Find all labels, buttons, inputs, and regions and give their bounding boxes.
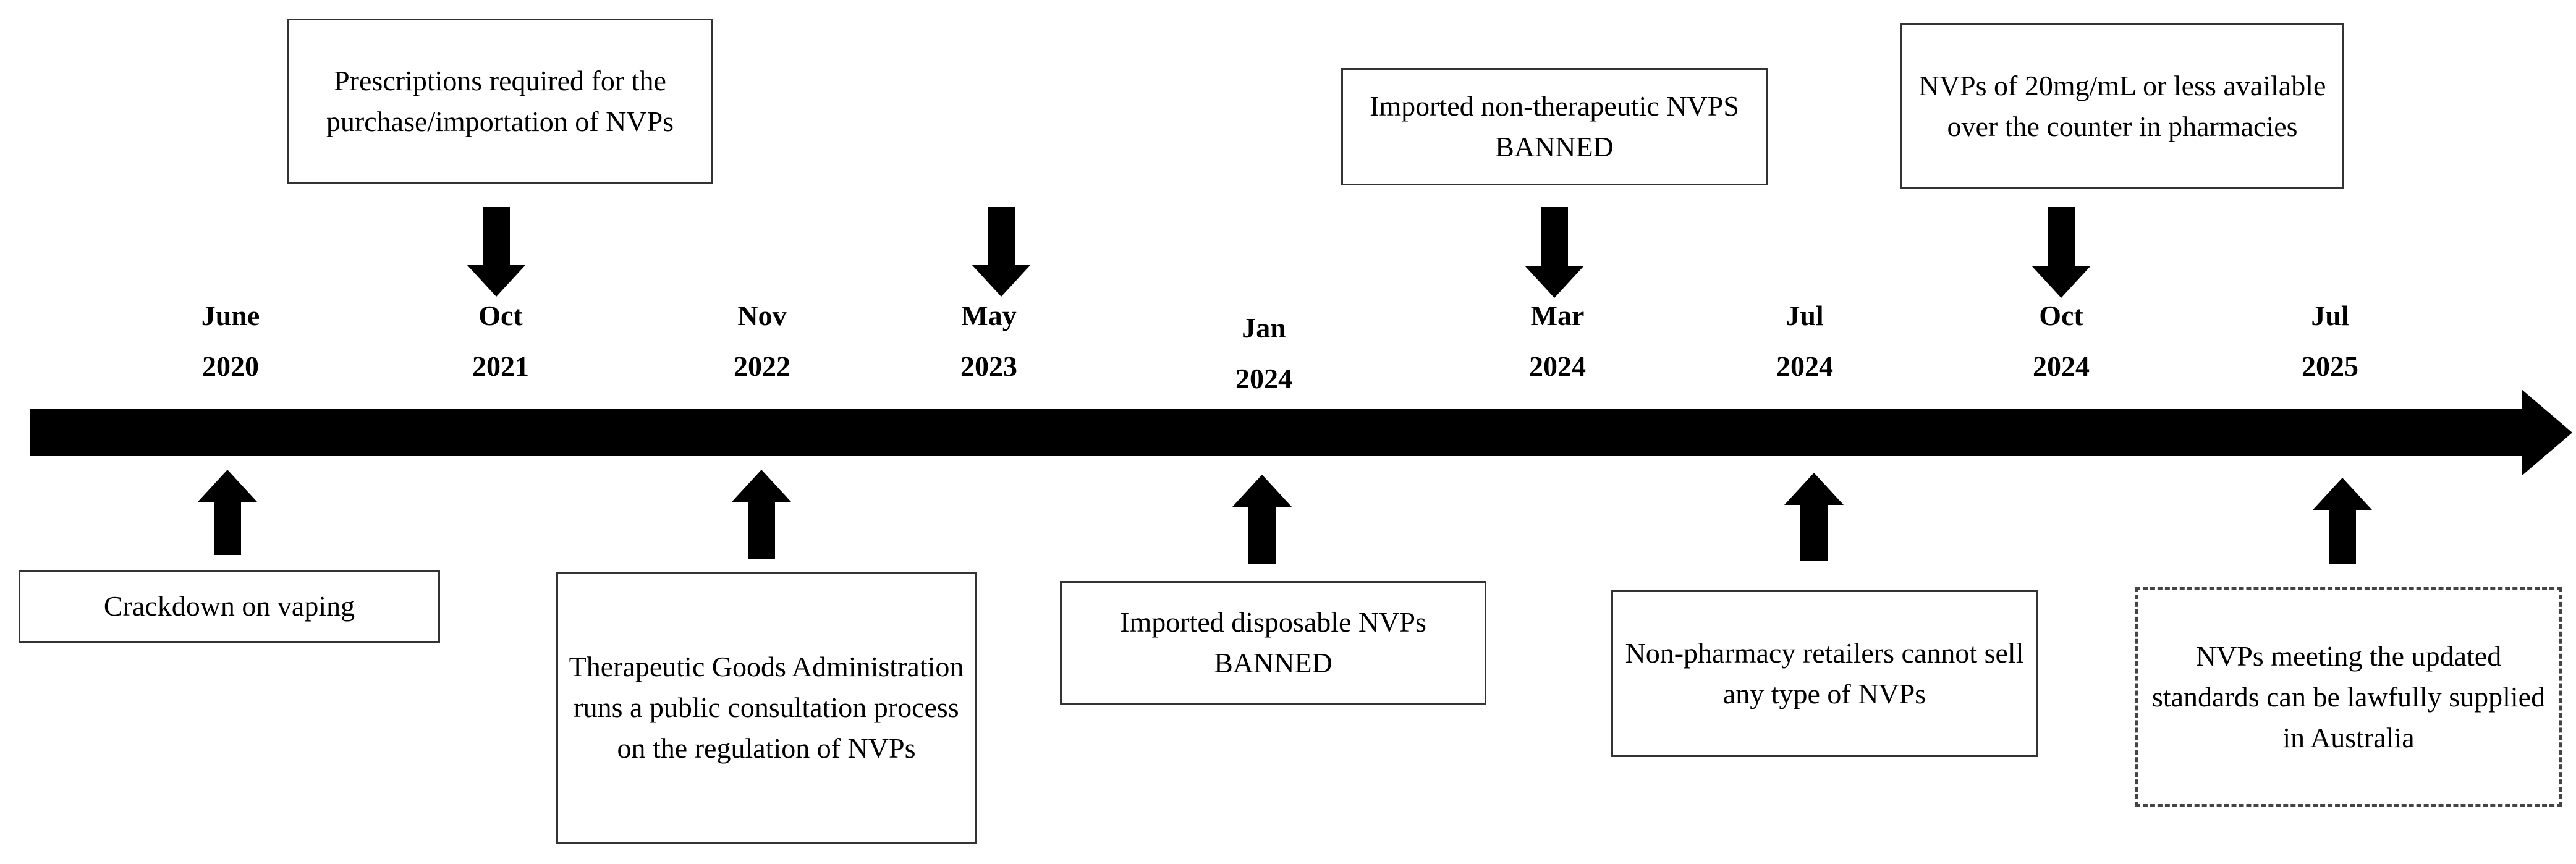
date-month: Jul bbox=[1786, 300, 1824, 331]
event-arrows bbox=[198, 207, 2372, 564]
date-month: Oct bbox=[2039, 300, 2083, 331]
date-label-2020-06: June 2020 bbox=[150, 290, 311, 392]
date-year: 2024 bbox=[1776, 350, 1833, 382]
date-year: 2022 bbox=[734, 350, 790, 382]
event-text: NVPs of 20mg/mL or less available over t… bbox=[1918, 70, 2326, 142]
date-label-2024-01: Jan 2024 bbox=[1184, 303, 1344, 404]
event-box-2025-07: NVPs meeting the updated standards can b… bbox=[2135, 587, 2562, 807]
event-text: Crackdown on vaping bbox=[103, 590, 355, 622]
date-label-2024-03: Mar 2024 bbox=[1477, 290, 1638, 392]
event-arrow-2023-05 bbox=[972, 207, 1031, 297]
date-label-2025-07: Jul 2025 bbox=[2250, 290, 2410, 392]
event-arrow-2022-11 bbox=[732, 470, 791, 559]
date-year: 2024 bbox=[1235, 363, 1292, 394]
event-box-2021-10: Prescriptions required for the purchase/… bbox=[287, 19, 713, 184]
event-arrow-2020-06 bbox=[198, 470, 257, 555]
event-box-2024-01: Imported disposable NVPs BANNED bbox=[1060, 581, 1486, 705]
date-year: 2021 bbox=[472, 350, 529, 382]
date-label-2024-10: Oct 2024 bbox=[1981, 290, 2142, 392]
event-box-2024-10: NVPs of 20mg/mL or less available over t… bbox=[1900, 23, 2344, 189]
date-month: Jul bbox=[2311, 300, 2349, 331]
date-year: 2024 bbox=[2033, 350, 2090, 382]
date-month: May bbox=[961, 300, 1017, 331]
event-arrow-2025-07 bbox=[2313, 478, 2372, 564]
event-arrow-2024-01 bbox=[1232, 475, 1292, 564]
event-text: Imported non-therapeutic NVPS BANNED bbox=[1370, 90, 1739, 163]
date-year: 2024 bbox=[1529, 350, 1586, 382]
event-arrow-2021-10 bbox=[467, 207, 526, 297]
date-month: Jan bbox=[1242, 312, 1286, 344]
event-text: NVPs meeting the updated standards can b… bbox=[2151, 640, 2546, 753]
event-arrow-2024-07 bbox=[1784, 473, 1844, 561]
event-arrow-2024-03 bbox=[1525, 207, 1584, 298]
date-label-2022-11: Nov 2022 bbox=[682, 290, 842, 392]
event-box-2022-11: Therapeutic Goods Administration runs a … bbox=[556, 572, 977, 844]
event-text: Prescriptions required for the purchase/… bbox=[326, 65, 674, 137]
date-label-2023-05: May 2023 bbox=[909, 290, 1069, 392]
event-arrow-2024-10 bbox=[2032, 207, 2091, 298]
date-month: Oct bbox=[478, 300, 523, 331]
event-text: Therapeutic Goods Administration runs a … bbox=[569, 651, 964, 764]
event-box-2024-07: Non-pharmacy retailers cannot sell any t… bbox=[1611, 590, 2038, 757]
event-text: Imported disposable NVPs BANNED bbox=[1120, 606, 1426, 679]
event-box-2020-06: Crackdown on vaping bbox=[19, 570, 440, 643]
event-text: Non-pharmacy retailers cannot sell any t… bbox=[1625, 637, 2024, 709]
date-year: 2020 bbox=[202, 350, 259, 382]
event-box-2024-03: Imported non-therapeutic NVPS BANNED bbox=[1341, 68, 1768, 185]
date-year: 2025 bbox=[2302, 350, 2358, 382]
date-month: Mar bbox=[1530, 300, 1585, 331]
date-year: 2023 bbox=[960, 350, 1017, 382]
timeline-arrow bbox=[30, 389, 2572, 476]
date-label-2021-10: Oct 2021 bbox=[420, 290, 581, 392]
date-label-2024-07: Jul 2024 bbox=[1724, 290, 1885, 392]
date-month: June bbox=[201, 300, 260, 331]
date-month: Nov bbox=[737, 300, 787, 331]
